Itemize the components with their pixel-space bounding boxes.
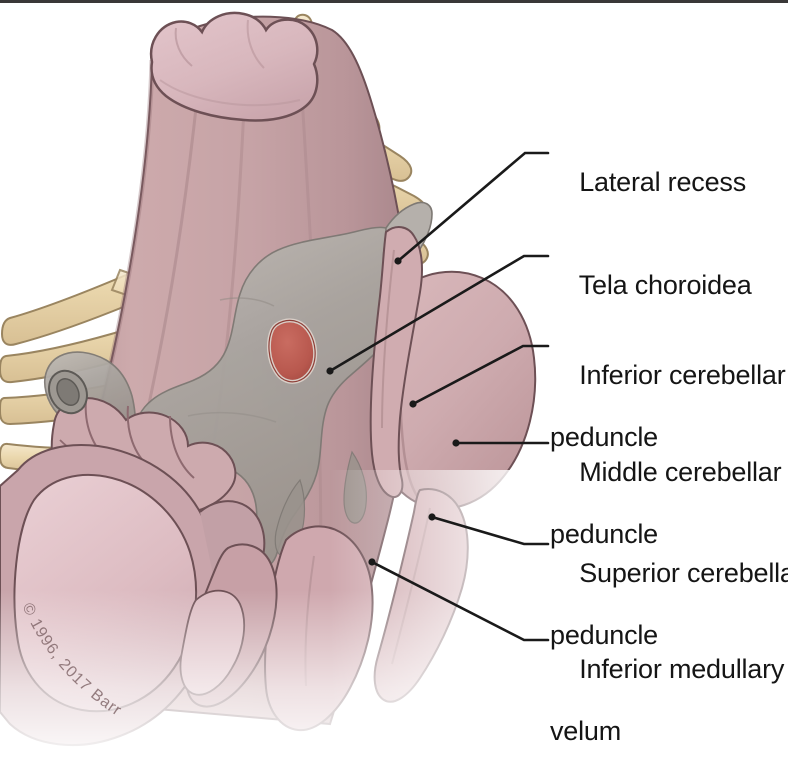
top-edge-band xyxy=(0,0,788,3)
label-superior-cerebellar-peduncle-line2: peduncle xyxy=(550,620,658,650)
label-superior-cerebellar-peduncle: Superior cerebellar peduncle xyxy=(550,527,788,713)
leader-inferior-cerebellar-peduncle xyxy=(409,344,550,408)
label-inferior-medullary-velum-line1: Inferior medullary xyxy=(579,654,785,684)
leader-lateral-recess xyxy=(394,151,550,265)
medulla-cut-face xyxy=(149,11,319,122)
choroid-plexus-patch xyxy=(266,318,318,384)
leader-tela-choroidea xyxy=(326,254,550,375)
label-inferior-medullary-velum-line2: velum xyxy=(550,716,622,746)
label-lateral-recess: Lateral recess xyxy=(550,136,746,229)
label-middle-cerebellar-peduncle: Middle cerebellar peduncle xyxy=(550,426,782,612)
label-tela-choroidea: Tela choroidea xyxy=(550,239,752,332)
leader-middle-cerebellar-peduncle xyxy=(452,439,550,447)
label-tela-choroidea-line1: Tela choroidea xyxy=(578,270,752,300)
label-lateral-recess-line1: Lateral recess xyxy=(579,167,746,197)
leader-inferior-medullary-velum xyxy=(368,558,550,642)
label-inferior-medullary-velum: Inferior medullary velum xyxy=(550,623,784,768)
label-middle-cerebellar-peduncle-line2: peduncle xyxy=(550,519,658,549)
label-inferior-cerebellar-peduncle: Inferior cerebellar peduncle xyxy=(550,329,786,515)
label-inferior-cerebellar-peduncle-line2: peduncle xyxy=(550,422,658,452)
label-inferior-cerebellar-peduncle-line1: Inferior cerebellar xyxy=(579,360,786,390)
label-superior-cerebellar-peduncle-line1: Superior cerebellar xyxy=(579,558,788,588)
cut-vessel-stump xyxy=(48,369,88,415)
leader-lines xyxy=(326,151,550,642)
label-middle-cerebellar-peduncle-line1: Middle cerebellar xyxy=(579,457,782,487)
right-fade xyxy=(330,470,560,768)
leader-superior-cerebellar-peduncle xyxy=(428,513,550,546)
